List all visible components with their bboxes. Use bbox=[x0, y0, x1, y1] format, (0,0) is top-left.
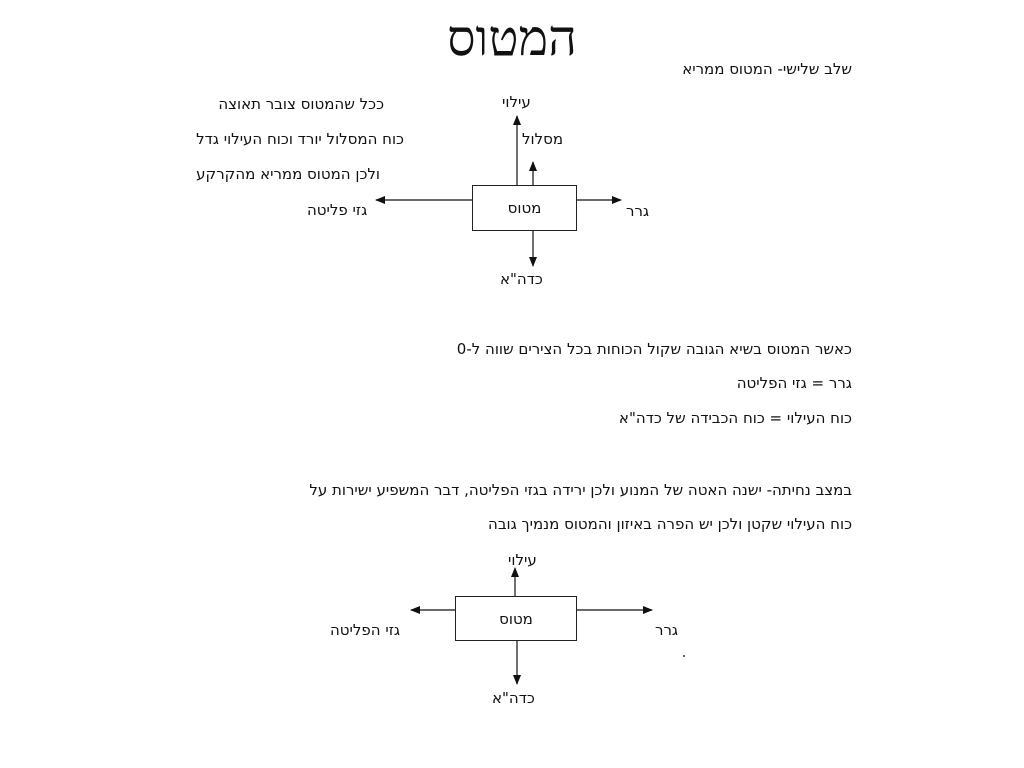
stage3-note-2: כוח המסלול יורד וכוח העילוי גדל bbox=[196, 130, 404, 148]
top-of-climb-line-1: כאשר המטוס בשיא הגובה שקול הכוחות בכל הצ… bbox=[456, 340, 852, 358]
weight-label: כדה"א bbox=[500, 270, 543, 288]
runway-label: מסלול bbox=[522, 130, 564, 148]
descent-line-2: כוח העילוי שקטן ולכן יש הפרה באיזון והמט… bbox=[488, 515, 852, 533]
lift-label-2: עילוי bbox=[508, 551, 537, 569]
drag-label: גרר bbox=[626, 202, 650, 220]
lift-label: עילוי bbox=[502, 93, 531, 111]
page-title: המטוס bbox=[447, 9, 577, 67]
speck-dot bbox=[683, 655, 685, 657]
descent-line-1: במצב נחיתה- ישנה האטה של המנוע ולכן יריד… bbox=[309, 481, 852, 499]
top-of-climb-line-3: כוח העילוי = כוח הכבידה של כדה"א bbox=[618, 409, 852, 427]
top-of-climb-line-2: גרר = גזי הפליטה bbox=[736, 374, 852, 392]
exhaust-label: גזי פליטה bbox=[307, 201, 368, 219]
stage3-heading: שלב שלישי- המטוס ממריא bbox=[682, 60, 852, 78]
plane-box: מטוס bbox=[472, 185, 577, 231]
weight-label-2: כדה"א bbox=[492, 689, 535, 707]
drag-label-2: גרר bbox=[655, 621, 679, 639]
exhaust-label-2: גזי הפליטה bbox=[330, 621, 401, 639]
stage3-note-1: ככל שהמטוס צובר תאוצה bbox=[218, 95, 384, 113]
plane-box-2: מטוס bbox=[455, 596, 577, 641]
stage3-note-3: ולכן המטוס ממריא מהקרקע bbox=[196, 165, 380, 183]
